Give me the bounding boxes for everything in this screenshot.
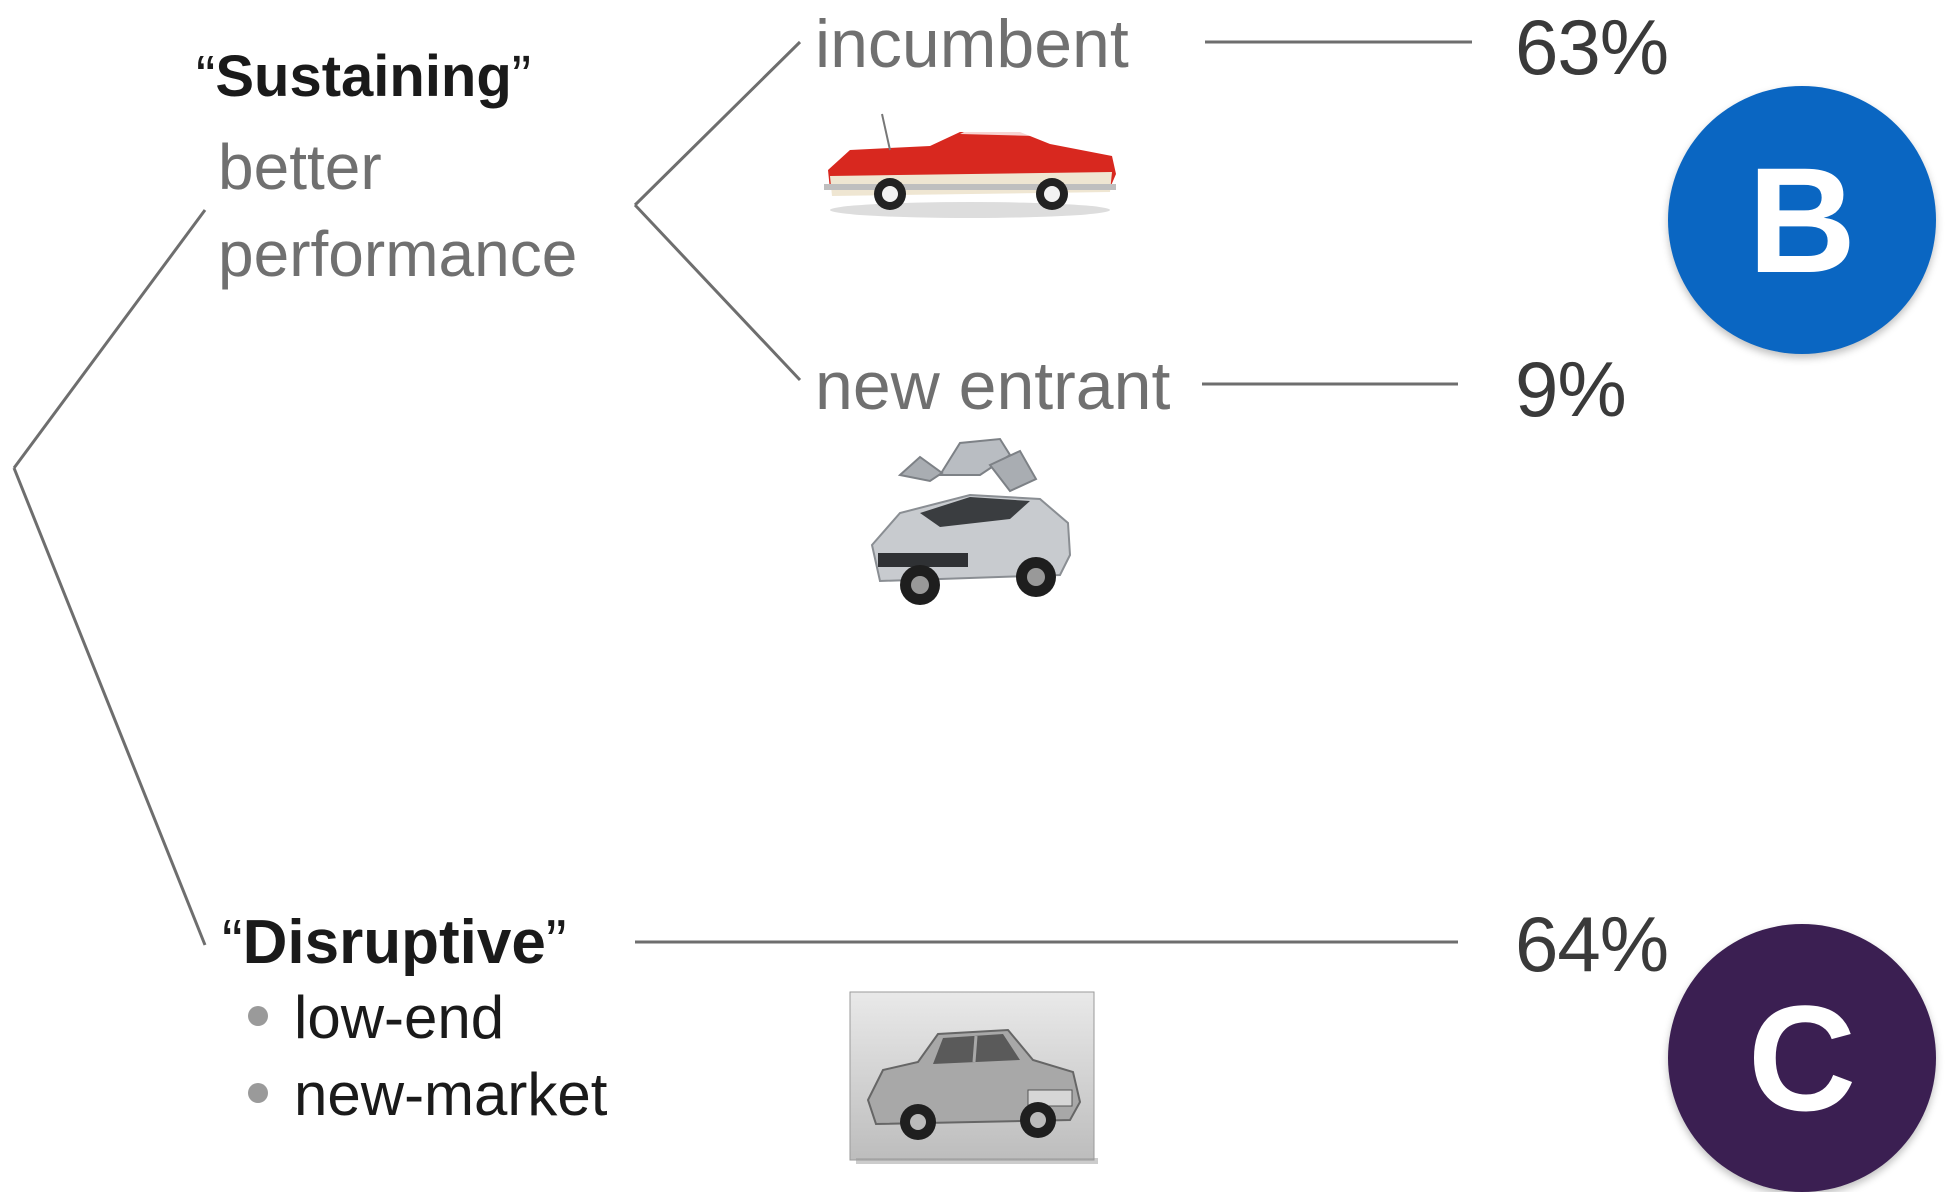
incumbent-label: incumbent	[815, 6, 1129, 82]
root-to-disruptive-branch	[12, 467, 207, 946]
sustaining-title-text: Sustaining	[215, 44, 512, 109]
badge-b: B	[1668, 86, 1936, 354]
new-entrant-label: new entrant	[815, 348, 1171, 424]
sustaining-to-new-entrant-branch	[633, 203, 802, 382]
sustaining-title: “Sustaining”	[196, 48, 531, 106]
disruptive-quote-open: “	[222, 908, 243, 977]
sustaining-desc-line1: better	[218, 131, 382, 203]
badge-c: C	[1668, 924, 1936, 1192]
small-vintage-sedan-photo-icon	[849, 991, 1098, 1164]
disruptive-percentage: 64%	[1515, 900, 1669, 988]
disruptive-bullet-new-market: new-market	[248, 1065, 607, 1125]
new-entrant-percentage: 9%	[1515, 345, 1627, 433]
sustaining-quote-open: “	[196, 44, 216, 109]
disruptive-bullet-low-end: low-end	[248, 988, 504, 1048]
incumbent-percentage: 63%	[1515, 3, 1669, 91]
bullet-dot	[248, 1083, 268, 1104]
bullet-text: low-end	[294, 984, 505, 1051]
disruptive-title-text: Disruptive	[242, 908, 546, 977]
disruptive-title: “Disruptive”	[222, 912, 567, 974]
bullet-dot	[248, 1006, 268, 1027]
root-to-sustaining-branch	[12, 209, 207, 469]
silver-gullwing-car-icon	[870, 437, 1072, 605]
sustaining-desc-line2: performance	[218, 218, 578, 290]
bullet-text: new-market	[294, 1061, 608, 1128]
sustaining-quote-close: ”	[511, 44, 532, 109]
disruptive-quote-close: ”	[545, 908, 567, 977]
red-convertible-car-icon	[824, 113, 1116, 218]
sustaining-to-incumbent-branch	[633, 40, 802, 207]
